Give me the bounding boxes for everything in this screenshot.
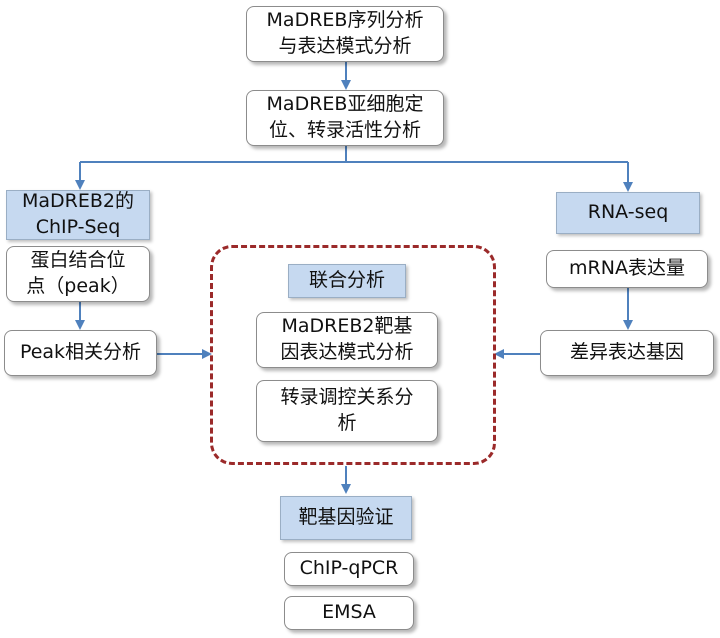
joint-analysis-group [210, 245, 496, 465]
node-joint-analysis-title: 联合分析 [288, 264, 406, 298]
node-binding-sites: 蛋白结合位 点（peak） [6, 246, 150, 302]
node-target-verification: 靶基因验证 [280, 496, 412, 540]
node-peak-analysis: Peak相关分析 [4, 330, 157, 376]
node-target-gene-expression: MaDREB2靶基 因表达模式分析 [256, 312, 438, 368]
node-mrna-level: mRNA表达量 [546, 250, 708, 288]
node-seq-expr-analysis: MaDREB序列分析 与表达模式分析 [246, 6, 444, 62]
node-rna-seq: RNA-seq [556, 192, 700, 234]
node-diff-genes: 差异表达基因 [540, 330, 714, 376]
node-chip-qpcr: ChIP-qPCR [284, 552, 414, 586]
node-subcellular-localization: MaDREB亚细胞定 位、转录活性分析 [246, 90, 444, 146]
node-chip-seq: MaDREB2的 ChIP-Seq [6, 190, 150, 240]
node-regulation-analysis: 转录调控关系分 析 [256, 380, 438, 442]
node-emsa: EMSA [284, 596, 414, 630]
